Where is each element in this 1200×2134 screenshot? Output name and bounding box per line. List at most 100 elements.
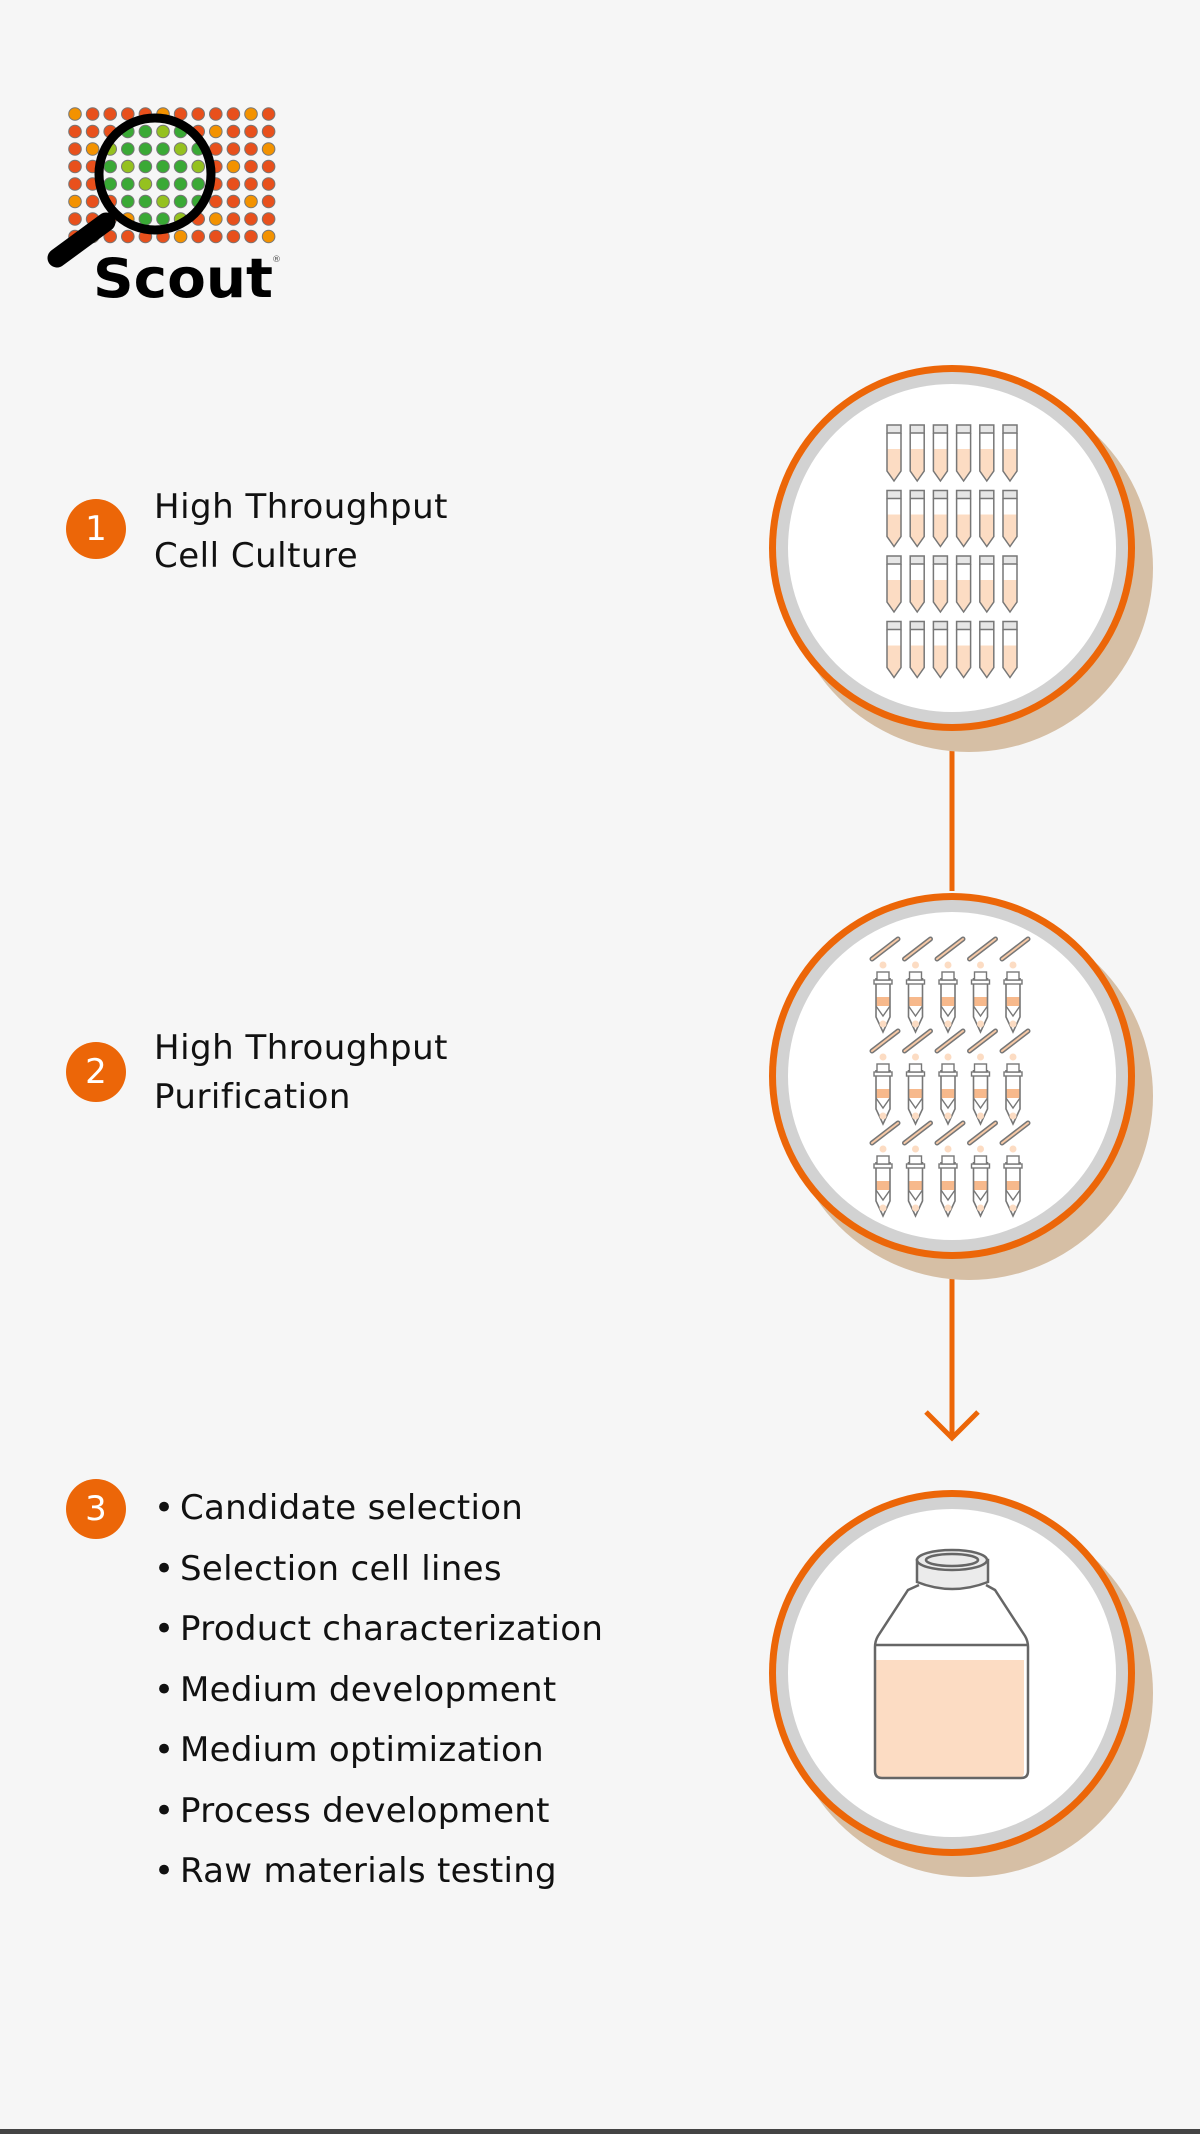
purification-tubes-icon bbox=[869, 936, 1031, 1218]
culture-tube-icon bbox=[932, 620, 949, 679]
plate-well-dot bbox=[226, 159, 241, 174]
plate-well-dot bbox=[226, 142, 241, 156]
spin-column-icon bbox=[999, 936, 1031, 1034]
spin-column-icon bbox=[967, 936, 998, 1034]
step-1-badge: 1 bbox=[66, 499, 126, 559]
plate-well-dot bbox=[68, 177, 82, 191]
culture-tube-icon bbox=[909, 555, 925, 614]
plate-well-dot bbox=[191, 107, 205, 121]
drop-icon bbox=[977, 961, 984, 969]
step-1-title-line1: High Throughput bbox=[154, 487, 448, 527]
culture-tube-icon bbox=[909, 489, 925, 548]
plate-well-dot bbox=[138, 194, 153, 209]
plate-well-dot bbox=[244, 124, 258, 139]
drop-icon bbox=[912, 961, 919, 969]
plate-well-dot bbox=[121, 177, 135, 191]
scout-logo: Scout ® bbox=[47, 107, 281, 310]
plate-well-dot bbox=[173, 142, 188, 156]
culture-tube-icon bbox=[979, 489, 995, 548]
plate-well-dot bbox=[244, 177, 258, 191]
plate-well-dot bbox=[244, 142, 258, 156]
plate-well-dot bbox=[261, 159, 276, 174]
circle-face bbox=[788, 384, 1116, 712]
magnifier-lens-icon bbox=[94, 113, 216, 235]
spin-column-icon bbox=[934, 1120, 966, 1218]
culture-tube-icon bbox=[1002, 424, 1018, 483]
applications-list: •Candidate selection •Selection cell lin… bbox=[154, 1478, 603, 1902]
culture-tube-icon bbox=[955, 620, 972, 679]
plate-well-dot bbox=[138, 177, 153, 191]
list-item: •Medium optimization bbox=[154, 1730, 544, 1770]
plate-well-dot bbox=[209, 212, 223, 226]
culture-tube-icon bbox=[932, 489, 949, 548]
spin-column-icon bbox=[902, 1120, 933, 1218]
culture-tube-icon bbox=[955, 489, 972, 548]
plate-well-dot bbox=[191, 229, 205, 244]
spin-column-icon bbox=[967, 1120, 998, 1218]
culture-tube-icon bbox=[979, 620, 995, 679]
plate-well-dot bbox=[261, 194, 276, 209]
plate-well-dot bbox=[156, 177, 170, 191]
plate-well-dot bbox=[226, 229, 241, 244]
plate-well-dot bbox=[68, 142, 82, 156]
plate-well-dot bbox=[244, 212, 258, 226]
plate-well-dot bbox=[209, 229, 223, 244]
spin-column-icon bbox=[869, 1120, 901, 1218]
spin-column-icon bbox=[869, 936, 901, 1034]
plate-well-dot bbox=[121, 159, 135, 174]
culture-tube-icon bbox=[1002, 620, 1018, 679]
step-1-title-line2: Cell Culture bbox=[154, 536, 359, 576]
drop-icon bbox=[912, 1053, 919, 1061]
plate-well-dot bbox=[226, 124, 241, 139]
plate-well-dot bbox=[85, 107, 100, 121]
step-1-title: High Throughput Cell Culture bbox=[154, 483, 448, 581]
media-bottle-icon bbox=[873, 1548, 1030, 1780]
plate-well-dot bbox=[173, 159, 188, 174]
culture-tube-icon bbox=[955, 424, 972, 483]
culture-tubes-icon bbox=[886, 424, 1018, 679]
step-2-title-line1: High Throughput bbox=[154, 1028, 448, 1068]
drop-icon bbox=[944, 1145, 952, 1153]
drop-icon bbox=[1009, 1145, 1017, 1153]
culture-tube-icon bbox=[979, 424, 995, 483]
circle-step-1 bbox=[769, 365, 1153, 752]
step-2-badge: 2 bbox=[66, 1042, 126, 1102]
drop-icon bbox=[879, 1145, 887, 1153]
plate-well-dot bbox=[244, 194, 258, 209]
magnifier-handle-icon bbox=[47, 212, 116, 268]
plate-well-dot bbox=[244, 229, 258, 244]
list-item: •Selection cell lines bbox=[154, 1548, 502, 1589]
spin-column-icon bbox=[934, 1028, 966, 1126]
plate-well-dot bbox=[103, 107, 117, 121]
culture-tube-icon bbox=[932, 555, 949, 614]
plate-well-dot bbox=[226, 194, 241, 209]
plate-well-dot bbox=[68, 124, 82, 139]
list-item: •Medium development bbox=[154, 1669, 557, 1710]
drop-icon bbox=[944, 1053, 952, 1061]
spin-column-icon bbox=[967, 1028, 998, 1126]
plate-well-dot bbox=[68, 107, 82, 121]
list-item: •Candidate selection bbox=[154, 1488, 524, 1528]
plate-well-dot bbox=[261, 212, 276, 226]
plate-well-dot bbox=[121, 194, 135, 209]
plate-well-dot bbox=[85, 194, 100, 209]
plate-well-dot bbox=[121, 142, 135, 156]
culture-tube-icon bbox=[932, 424, 949, 483]
culture-tube-icon bbox=[909, 620, 925, 679]
plate-well-dot bbox=[85, 124, 100, 139]
plate-well-dot bbox=[261, 107, 276, 121]
spin-column-icon bbox=[999, 1120, 1031, 1218]
plate-well-dot bbox=[156, 124, 170, 139]
plate-well-dot bbox=[138, 142, 153, 156]
culture-tube-icon bbox=[886, 620, 902, 679]
plate-well-dot bbox=[226, 107, 241, 121]
culture-tube-icon bbox=[886, 555, 902, 614]
spin-column-icon bbox=[902, 1028, 933, 1126]
plate-well-dot bbox=[138, 124, 153, 139]
plate-well-dot bbox=[173, 177, 188, 191]
step-2-title-line2: Purification bbox=[154, 1077, 351, 1117]
circle-step-3 bbox=[769, 1490, 1153, 1877]
circle-step-2 bbox=[769, 893, 1153, 1280]
plate-well-dot bbox=[121, 229, 135, 244]
